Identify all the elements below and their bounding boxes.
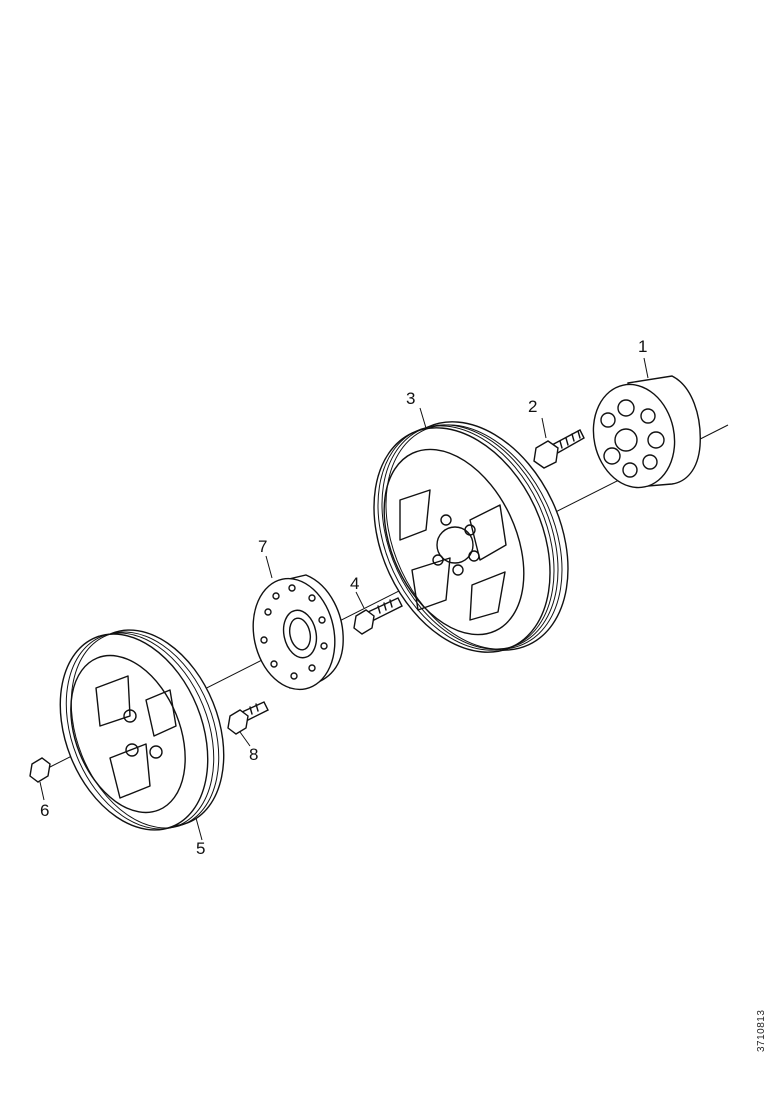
- part-7-adapter: [252, 555, 344, 691]
- part-3-pulley: [373, 407, 569, 653]
- callout-6: 6: [40, 801, 50, 820]
- callout-3: 3: [406, 389, 416, 408]
- part-4-bolt: [353, 591, 403, 635]
- callout-2: 2: [528, 397, 538, 416]
- part-5-pulley: [59, 629, 225, 841]
- part-6-bolt: [29, 757, 51, 801]
- callout-8: 8: [249, 745, 259, 764]
- part-8-bolt: [227, 701, 269, 747]
- callout-5: 5: [196, 839, 206, 858]
- part-2-bolt: [533, 417, 585, 469]
- callout-1: 1: [638, 337, 648, 356]
- callout-4: 4: [350, 574, 360, 593]
- part-1-hub: [592, 375, 701, 489]
- callout-7: 7: [258, 537, 268, 556]
- document-id: 3710813: [756, 1009, 767, 1052]
- callout-1-leader: [643, 357, 649, 379]
